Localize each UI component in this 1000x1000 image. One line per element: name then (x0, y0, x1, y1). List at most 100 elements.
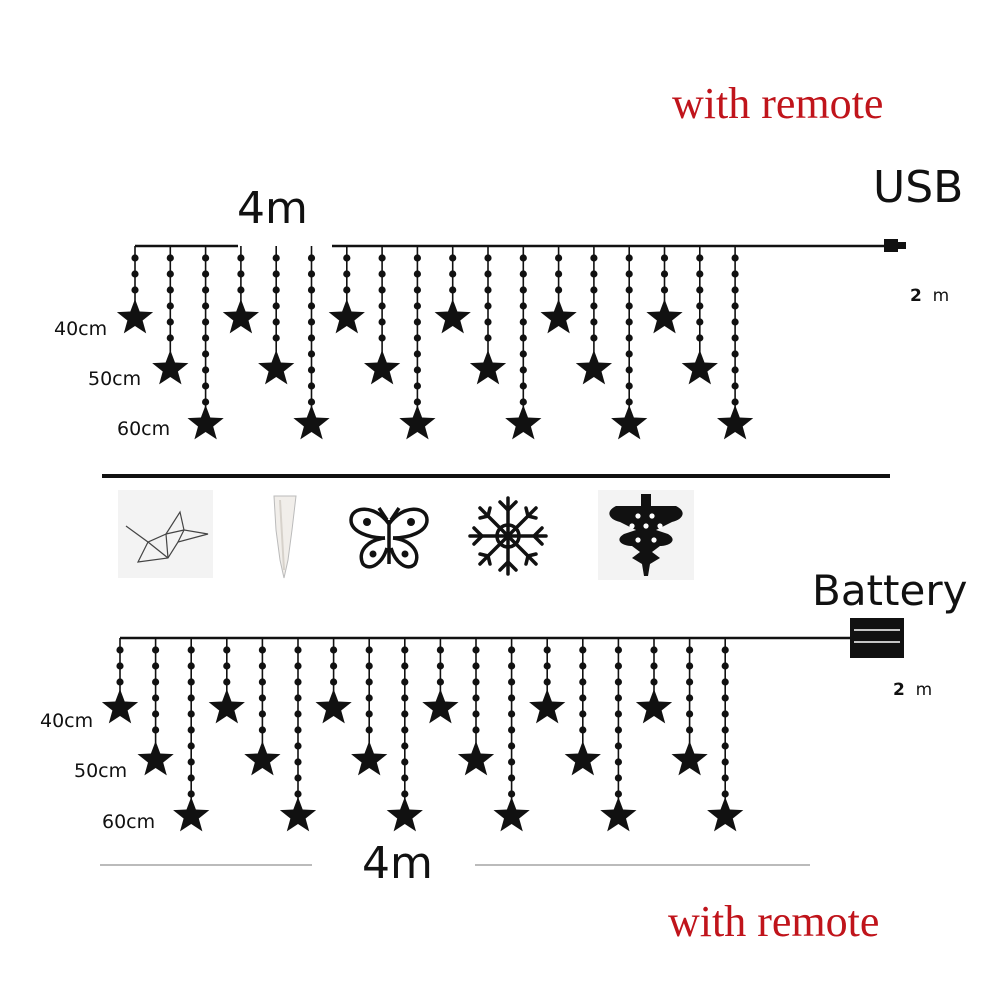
top-led-bead (237, 270, 245, 278)
top-led-bead (202, 254, 210, 262)
top-led-bead (272, 286, 280, 294)
bottom-led-bead (116, 662, 124, 670)
bottom-led-bead (152, 710, 160, 718)
bottom-led-bead (650, 678, 658, 686)
top-led-bead (519, 286, 527, 294)
top-led-bead (166, 334, 174, 342)
top-width-label: 4m (237, 183, 308, 234)
top-led-bead (555, 254, 563, 262)
bottom-star-icon (315, 689, 352, 724)
bottom-led-bead (508, 694, 516, 702)
bottom-led-bead (187, 758, 195, 766)
top-led-bead (202, 382, 210, 390)
top-led-bead (413, 398, 421, 406)
bottom-led-bead (223, 678, 231, 686)
top-led-bead (166, 302, 174, 310)
top-led-bead (696, 318, 704, 326)
bottom-star-icon (564, 741, 601, 776)
top-led-bead (449, 270, 457, 278)
top-led-bead (307, 286, 316, 294)
usb-plug-icon (884, 239, 906, 252)
top-led-bead (484, 318, 492, 326)
bottom-led-bead (294, 710, 302, 718)
top-star-icon (646, 299, 683, 334)
bottom-led-bead (614, 678, 623, 686)
top-star-icon (611, 405, 648, 440)
bottom-led-bead (614, 774, 623, 782)
bottom-led-bead (187, 710, 195, 718)
top-led-bead (413, 270, 421, 278)
top-led-bead (625, 270, 633, 278)
bottom-led-bead (508, 774, 516, 782)
bottom-drop-40: 40cm (40, 710, 94, 732)
bottom-star-icon (173, 797, 210, 832)
top-led-bead (731, 302, 739, 310)
snowflake-icon (466, 494, 550, 578)
top-star-icon (505, 405, 542, 440)
bottom-led-bead (365, 694, 373, 702)
bottom-curtain-strands (101, 638, 744, 832)
top-led-bead (519, 350, 527, 358)
bottom-led-bead (187, 774, 195, 782)
top-led-bead (519, 318, 527, 326)
top-led-bead (696, 254, 704, 262)
top-led-bead (272, 270, 280, 278)
bottom-led-bead (365, 662, 373, 670)
bottom-led-bead (152, 678, 160, 686)
top-led-bead (272, 318, 280, 326)
bottom-led-bead (294, 678, 302, 686)
top-led-bead (272, 334, 280, 342)
bottom-led-bead (721, 742, 729, 750)
top-led-bead (696, 334, 704, 342)
top-led-bead (484, 334, 492, 342)
bottom-led-bead (686, 694, 694, 702)
top-led-bead (413, 350, 421, 358)
top-led-bead (625, 318, 633, 326)
bottom-led-bead (614, 646, 623, 654)
top-led-bead (590, 270, 598, 278)
top-star-icon (364, 350, 401, 385)
top-led-bead (590, 318, 598, 326)
top-led-bead (731, 334, 739, 342)
bottom-led-bead (223, 646, 231, 654)
top-led-bead (696, 270, 704, 278)
top-led-bead (272, 254, 280, 262)
bottom-led-bead (330, 678, 338, 686)
top-led-bead (378, 318, 386, 326)
bottom-led-bead (294, 694, 302, 702)
top-curtain-strands (116, 246, 754, 440)
top-led-bead (378, 286, 386, 294)
bottom-led-bead (721, 662, 729, 670)
bottom-led-bead (579, 710, 587, 718)
bottom-led-bead (187, 694, 195, 702)
top-star-icon (469, 350, 507, 385)
top-lead-length: 2 m (910, 286, 949, 306)
bottom-led-bead (650, 646, 658, 654)
top-led-bead (731, 350, 739, 358)
bottom-led-bead (187, 790, 195, 798)
bottom-led-bead (330, 646, 338, 654)
top-drop-40: 40cm (54, 318, 108, 340)
top-led-bead (343, 270, 351, 278)
top-led-bead (519, 270, 527, 278)
top-led-bead (484, 302, 492, 310)
bottom-led-bead (152, 646, 160, 654)
bottom-led-bead (258, 678, 266, 686)
bottom-led-bead (472, 678, 480, 686)
bottom-star-icon (635, 689, 673, 724)
bottom-led-bead (721, 646, 729, 654)
bottom-led-bead (294, 790, 302, 798)
top-led-bead (237, 286, 245, 294)
bottom-led-bead (650, 662, 658, 670)
bottom-led-bead (401, 726, 409, 734)
bottom-led-bead (152, 662, 160, 670)
top-led-bead (696, 302, 704, 310)
top-led-bead (307, 334, 316, 342)
bottom-led-bead (579, 678, 587, 686)
top-led-bead (307, 366, 316, 374)
bottom-led-bead (579, 726, 587, 734)
bottom-led-bead (116, 646, 124, 654)
bottom-star-icon (101, 689, 139, 724)
bottom-power-label: Battery (812, 566, 968, 615)
bottom-star-icon (529, 689, 566, 724)
